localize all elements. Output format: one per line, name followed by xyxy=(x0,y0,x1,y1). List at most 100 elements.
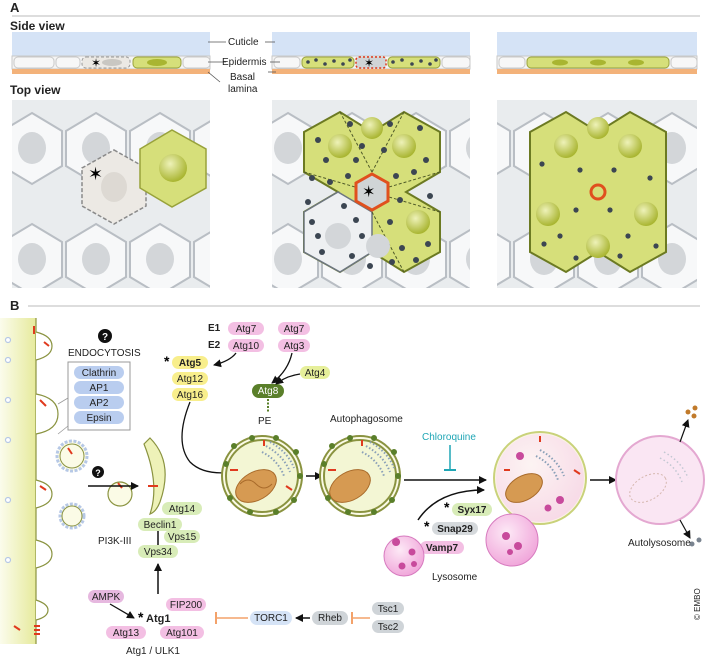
endocytosis-question-mark: ? xyxy=(102,332,108,343)
beclin1-pill xyxy=(138,518,182,531)
atg12-pill xyxy=(172,372,208,385)
autolysosome xyxy=(615,405,705,547)
lysosome-label: Lysosome xyxy=(432,572,478,583)
phagophore xyxy=(143,437,166,515)
lamina-label: lamina xyxy=(228,84,258,95)
vps15-pill xyxy=(164,530,200,543)
atg16-text: Atg16 xyxy=(177,390,204,401)
atg7-pill xyxy=(278,322,310,335)
vps34-text: Vps34 xyxy=(144,547,173,558)
lysosome-fusion-arrow xyxy=(417,486,485,521)
tsc1-pill xyxy=(372,602,404,615)
e2-label: E2 xyxy=(208,340,221,351)
top-star-1: ✶ xyxy=(88,164,103,184)
snap29-pill xyxy=(432,522,478,535)
atg3-text: Atg3 xyxy=(284,341,305,352)
endocytosis-protein-box xyxy=(57,361,131,435)
top-view-panel-3 xyxy=(497,100,697,288)
fip200-pill xyxy=(166,598,206,611)
torc1-text: TORC1 xyxy=(254,613,288,624)
syx17-pill xyxy=(452,503,492,516)
fusing-autolysosome xyxy=(485,431,587,567)
endocytosis-question-icon xyxy=(98,329,112,343)
tsc2-text: Tsc2 xyxy=(378,622,399,633)
atg5-text: Atg5 xyxy=(179,358,202,369)
syx17-star: * xyxy=(444,499,450,515)
ulk-label: Atg1 / ULK1 xyxy=(126,646,180,657)
side-view-strip-3 xyxy=(496,32,698,74)
fusion-question-icon xyxy=(92,466,104,478)
side-star-2: ✶ xyxy=(364,56,374,70)
endocytic-vesicles xyxy=(55,439,133,530)
vps15-text: Vps15 xyxy=(168,532,197,543)
pe-label: PE xyxy=(258,416,272,427)
atg13-text: Atg13 xyxy=(113,628,140,639)
atg101-text: Atg101 xyxy=(166,628,198,639)
vamp7-text: Vamp7 xyxy=(426,543,459,554)
side-view-strip-1: ✶ xyxy=(11,32,211,74)
atg5-star: * xyxy=(164,353,170,369)
atg14-pill xyxy=(162,502,202,515)
rheb-pill xyxy=(312,611,348,625)
side-view-leader-lines xyxy=(207,41,280,83)
atg3-pill xyxy=(278,339,310,352)
ampk-to-atg1-arrow xyxy=(109,603,135,619)
basal-label: Basal xyxy=(230,72,255,83)
atg10-text: Atg10 xyxy=(233,341,260,352)
syx17-text: Syx17 xyxy=(458,505,487,516)
atg101-pill xyxy=(160,626,204,639)
autophagosome-forming xyxy=(221,435,303,517)
atg1-text: Atg1 xyxy=(146,613,170,625)
endo-protein-ap1: AP1 xyxy=(90,383,109,394)
snap29-text: Snap29 xyxy=(437,524,473,535)
autolysosome-label: Autolysosome xyxy=(628,538,691,549)
atg12-text: Atg12 xyxy=(177,374,204,385)
e1-label: E1 xyxy=(208,323,221,334)
vps34-pill xyxy=(138,545,178,558)
torc1-pill xyxy=(250,611,292,625)
ampk-pill xyxy=(88,590,124,603)
pi3k-label: PI3K-III xyxy=(98,536,131,547)
endo-protein-ap2: AP2 xyxy=(90,398,109,409)
fip200-text: FIP200 xyxy=(170,600,203,611)
atg7-text: Atg7 xyxy=(284,324,305,335)
top-view-dots-2 xyxy=(305,121,433,269)
vamp7-pill xyxy=(420,541,464,554)
top-star-2: ✶ xyxy=(362,184,375,201)
ampk-text: AMPK xyxy=(92,592,121,603)
lysosome xyxy=(383,535,425,577)
endo-protein-epsin: Epsin xyxy=(86,413,111,424)
autophagosome-label: Autophagosome xyxy=(330,414,403,425)
side-view-label: Side view xyxy=(10,19,65,33)
epidermis-label: Epidermis xyxy=(222,57,266,68)
top-view-panel-1: ✶ xyxy=(12,100,210,288)
atg8-text: Atg8 xyxy=(258,386,279,397)
fusion-question-mark: ? xyxy=(95,468,101,478)
top-view-panel-2: ✶ xyxy=(272,100,470,288)
side-star-1: ✶ xyxy=(91,56,101,70)
plasma-membrane xyxy=(0,318,59,644)
atg10-pill xyxy=(228,339,264,352)
top-view-label: Top view xyxy=(10,83,61,97)
atg7-e1-text: Atg7 xyxy=(236,324,257,335)
snap29-star: * xyxy=(424,518,430,534)
atg5-pill xyxy=(172,356,208,369)
panel-a-letter: A xyxy=(10,0,20,15)
side-view-strip-2: ✶ xyxy=(271,32,471,74)
atg16-pill xyxy=(172,388,208,401)
endo-protein-clathrin: Clathrin xyxy=(82,368,116,379)
cuticle-label: Cuticle xyxy=(228,37,259,48)
autophagosome xyxy=(319,435,401,517)
conjugation-arrows xyxy=(181,352,301,477)
endocytosis-label: ENDOCYTOSIS xyxy=(68,348,141,359)
atg14-text: Atg14 xyxy=(169,504,196,515)
beclin1-text: Beclin1 xyxy=(144,520,177,531)
chloroquine-label: Chloroquine xyxy=(422,432,476,443)
atg4-pill xyxy=(300,366,330,379)
atg13-pill xyxy=(106,626,146,639)
atg8-pill xyxy=(252,384,284,398)
copyright-label: © EMBO xyxy=(693,588,702,620)
atg4-text: Atg4 xyxy=(305,368,326,379)
panel-b-letter: B xyxy=(10,298,19,313)
